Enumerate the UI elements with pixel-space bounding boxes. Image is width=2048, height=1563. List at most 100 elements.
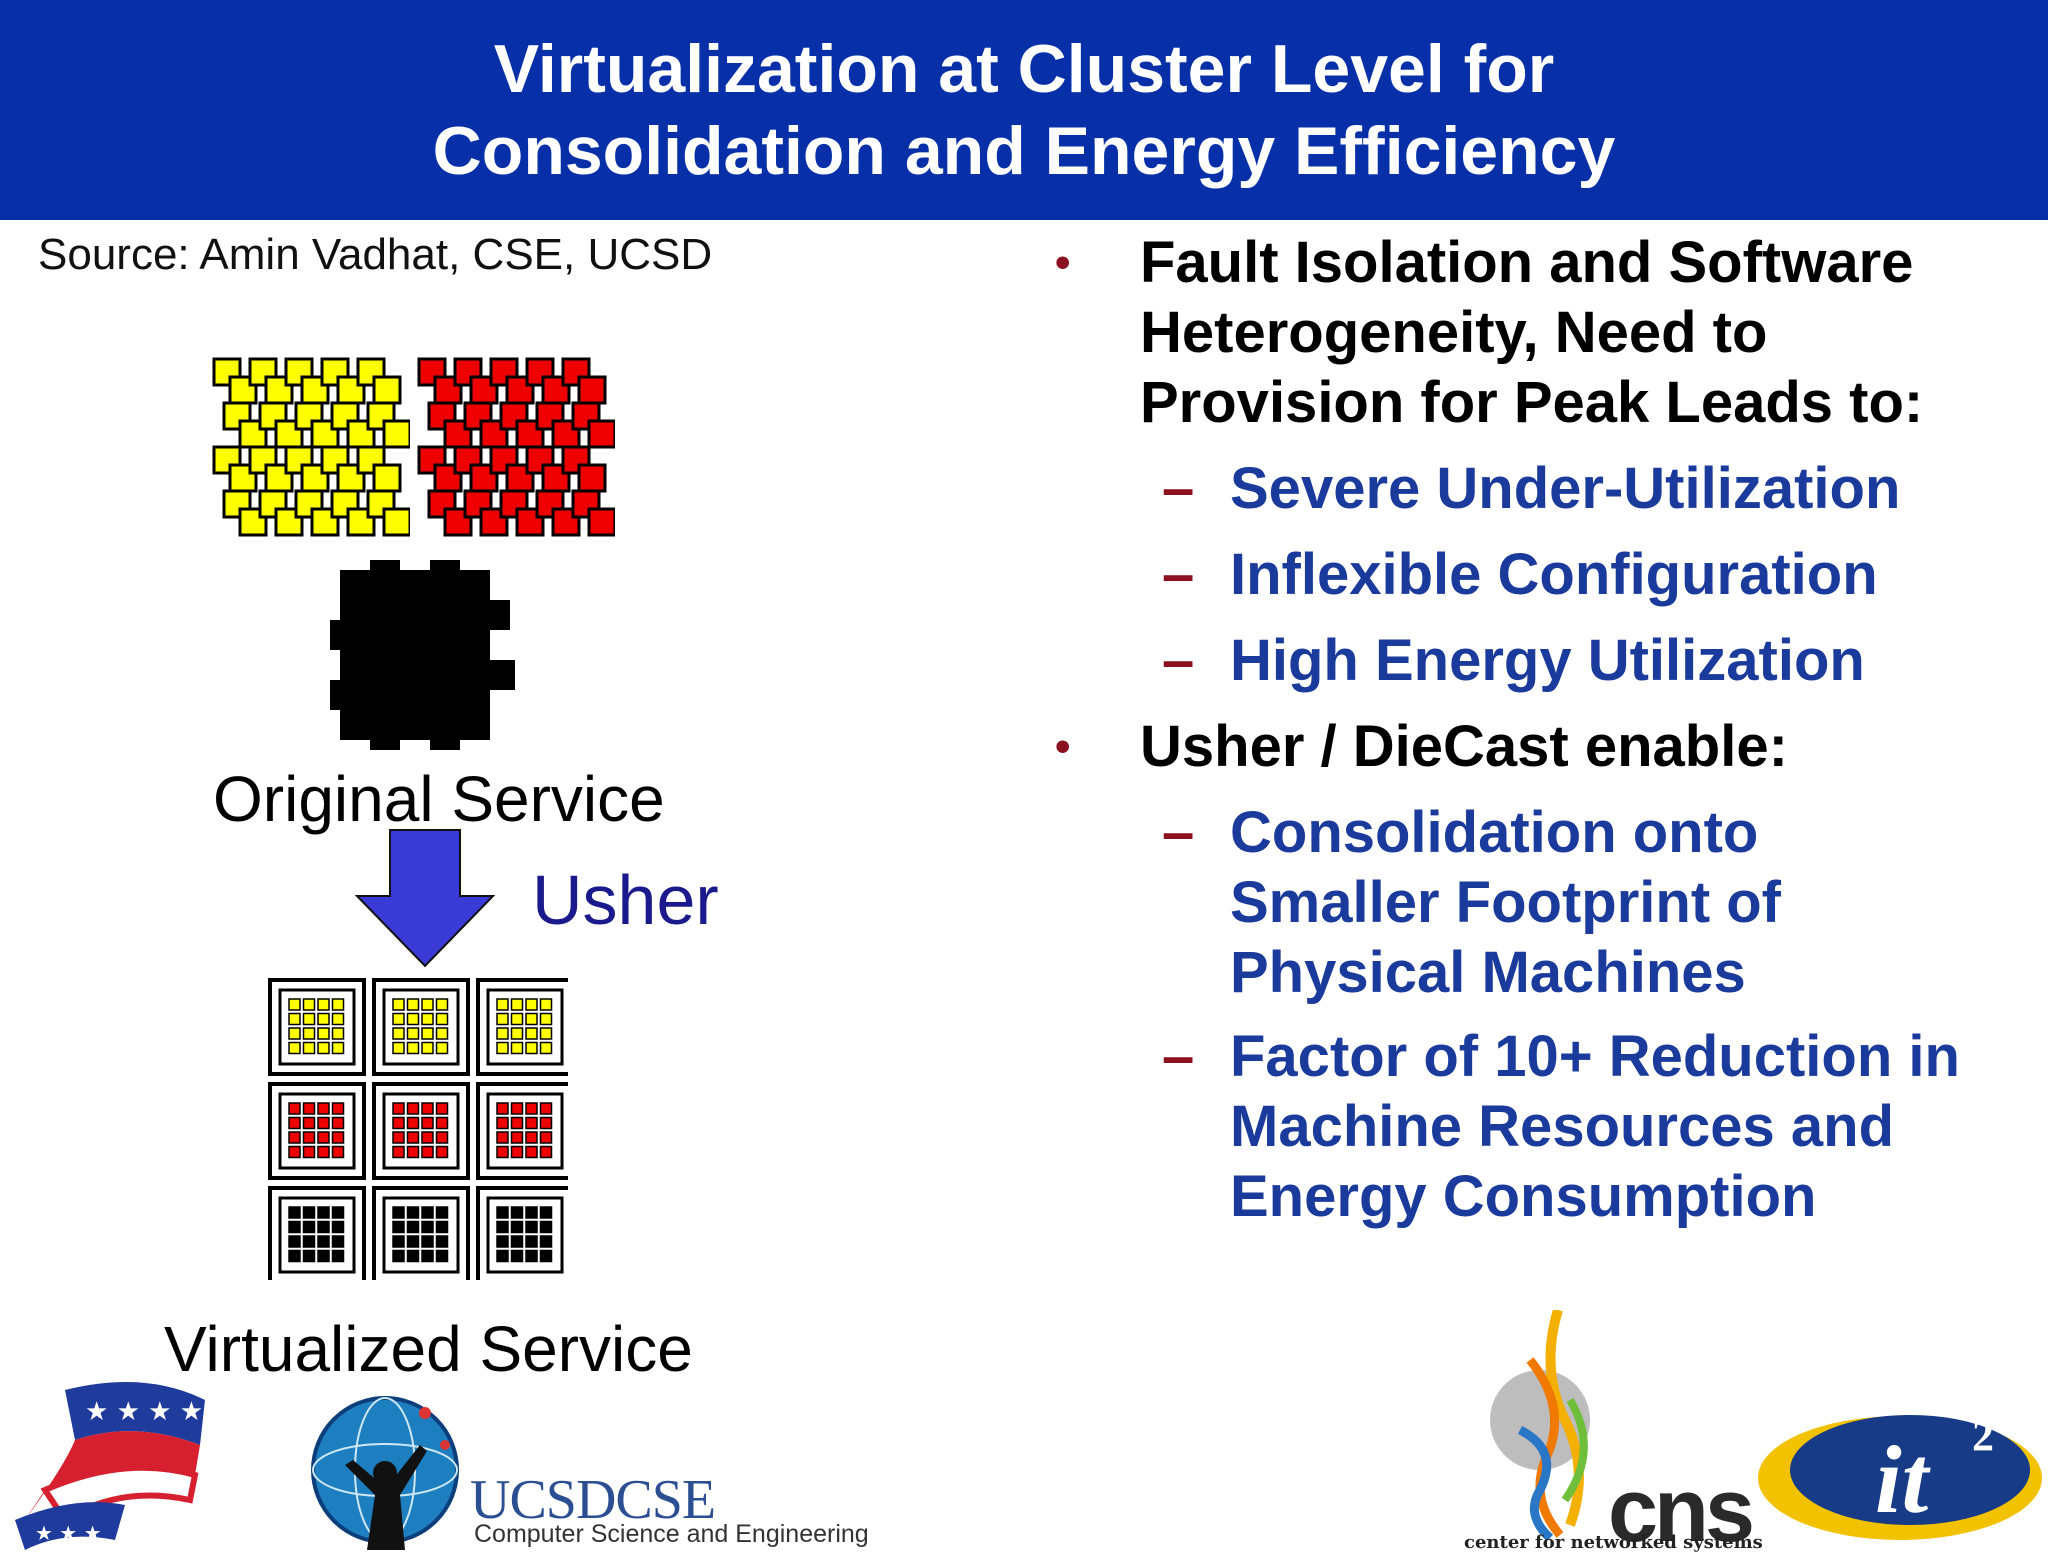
- virtual-machine: [421, 1041, 434, 1055]
- virtual-machine: [392, 1027, 405, 1040]
- virtualized-service-label: Virtualized Service: [164, 1313, 693, 1385]
- virtual-machine: [288, 1220, 301, 1234]
- virtual-machine: [496, 1249, 509, 1263]
- virtual-machine: [435, 1041, 449, 1055]
- virtual-machine: [496, 1116, 509, 1130]
- dash-icon: –: [1162, 800, 1195, 865]
- svg-text:★ ★ ★: ★ ★ ★: [35, 1521, 102, 1545]
- cluster-node: [577, 375, 607, 405]
- virtual-machine: [539, 1012, 553, 1026]
- virtual-machine: [539, 1102, 553, 1115]
- virtual-machine: [435, 1012, 449, 1026]
- virtual-machine: [317, 1220, 330, 1234]
- cluster-node: [417, 445, 447, 475]
- cluster-node: [372, 463, 402, 493]
- virtual-machine: [288, 1027, 301, 1040]
- virtual-machine: [317, 1102, 330, 1115]
- cns-logo-text: cns: [1608, 1461, 1755, 1561]
- virtual-machine: [539, 1220, 553, 1234]
- black-cluster-icon: [330, 560, 515, 750]
- title-line-1: Virtualization at Cluster Level for: [493, 31, 1555, 107]
- virtual-machine: [421, 1145, 434, 1159]
- cluster-block: [330, 560, 515, 750]
- machine-frame: [486, 1092, 564, 1170]
- machine-frame: [382, 988, 460, 1066]
- virtual-machine: [302, 1041, 316, 1055]
- ucsd-cse-subtitle: Computer Science and Engineering: [474, 1520, 869, 1548]
- virtual-machine: [331, 1012, 345, 1026]
- cluster-node: [525, 357, 555, 387]
- virtual-machine: [392, 1041, 405, 1055]
- virtual-machine: [539, 1116, 553, 1130]
- virtual-machine: [331, 998, 345, 1011]
- virtual-machine: [510, 1012, 524, 1026]
- cluster-node: [443, 507, 473, 537]
- virtual-machine: [539, 1131, 553, 1144]
- dash-icon: –: [1162, 456, 1195, 521]
- machine-frame: [382, 1092, 460, 1170]
- virtual-machine: [421, 1012, 434, 1026]
- virtual-machine: [288, 1235, 301, 1248]
- virtual-machine: [496, 1220, 509, 1234]
- virtual-machine: [525, 1041, 538, 1055]
- virtual-machine: [525, 1131, 538, 1144]
- virtual-machine: [406, 1145, 420, 1159]
- cluster-node: [248, 445, 278, 475]
- virtual-machine: [435, 1131, 449, 1144]
- virtual-machine: [288, 998, 301, 1011]
- cluster-node: [577, 463, 607, 493]
- physical-machine: [268, 1186, 366, 1280]
- virtual-machine: [510, 1027, 524, 1040]
- virtualized-grid-icon: [268, 978, 568, 1280]
- dash-icon: –: [1162, 542, 1195, 607]
- virtual-machine: [421, 998, 434, 1011]
- virtual-machine: [392, 1145, 405, 1159]
- virtual-machine: [302, 1145, 316, 1159]
- bullet-dot-icon: •: [1055, 722, 1071, 771]
- virtual-machine: [302, 1249, 316, 1263]
- virtual-machine: [317, 1145, 330, 1159]
- virtual-machine: [539, 998, 553, 1011]
- machine-frame: [486, 1196, 564, 1274]
- machine-frame: [486, 988, 564, 1066]
- virtual-machine: [510, 1220, 524, 1234]
- virtual-machine: [435, 1145, 449, 1159]
- virtual-machine: [510, 1235, 524, 1248]
- virtual-machine: [435, 1235, 449, 1248]
- cluster-node: [372, 375, 402, 405]
- virtual-machine: [302, 1235, 316, 1248]
- virtual-machine: [331, 1027, 345, 1040]
- virtual-machine: [435, 1116, 449, 1130]
- virtual-machine: [406, 1235, 420, 1248]
- cluster-node: [356, 445, 386, 475]
- virtual-machine: [406, 1131, 420, 1144]
- virtual-machine: [406, 1116, 420, 1130]
- cluster-node: [264, 375, 294, 405]
- virtual-machine: [288, 1249, 301, 1263]
- virtual-machine: [510, 1116, 524, 1130]
- virtual-machine: [496, 1206, 509, 1219]
- cluster-node: [382, 419, 410, 449]
- virtual-machine: [525, 998, 538, 1011]
- virtual-machine: [331, 1249, 345, 1263]
- virtual-machine: [539, 1041, 553, 1055]
- virtual-machine: [510, 1041, 524, 1055]
- physical-machine: [268, 978, 366, 1076]
- virtual-machine: [421, 1220, 434, 1234]
- virtual-machine: [525, 1102, 538, 1115]
- virtual-machine: [435, 1102, 449, 1115]
- virtual-machine: [421, 1102, 434, 1115]
- bullet-dot-icon: •: [1055, 238, 1071, 287]
- virtual-machine: [421, 1116, 434, 1130]
- physical-machine: [476, 1186, 568, 1280]
- yellow-cluster-icon: [212, 357, 410, 537]
- virtual-machine: [510, 1131, 524, 1144]
- down-arrow-icon: [355, 829, 495, 968]
- virtual-machine: [496, 1041, 509, 1055]
- virtual-machine: [317, 1027, 330, 1040]
- svg-text:★ ★ ★ ★: ★ ★ ★ ★: [85, 1397, 203, 1427]
- machine-frame: [382, 1196, 460, 1274]
- virtual-machine: [392, 1220, 405, 1234]
- virtual-machine: [331, 1116, 345, 1130]
- virtual-machine: [539, 1206, 553, 1219]
